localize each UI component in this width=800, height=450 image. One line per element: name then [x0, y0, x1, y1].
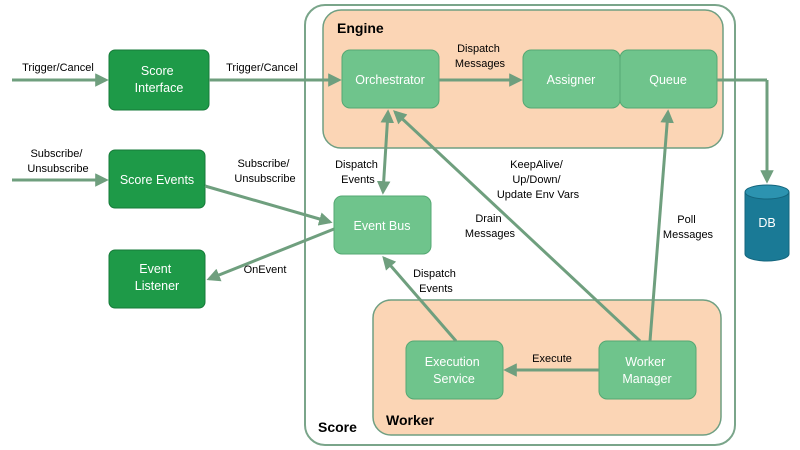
execution-service-box — [405, 340, 504, 400]
subscribe-out-label: Subscribe/ Unsubscribe — [234, 158, 295, 185]
onevent-label: OnEvent — [244, 264, 287, 276]
worker-title: Worker — [386, 412, 435, 428]
event-listener-box — [108, 249, 206, 309]
score-title: Score — [318, 419, 357, 435]
subscribe-in-label: Subscribe/ Unsubscribe — [27, 148, 88, 175]
subscribe-out-arrow — [204, 184, 333, 226]
event-listener-label: Event Listener — [135, 262, 179, 293]
orchestrator-label: Orchestrator — [355, 73, 424, 87]
keepalive-label: KeepAlive/ Up/Down/ Update Env Vars — [497, 159, 580, 201]
db-label: DB — [758, 216, 775, 230]
trigger-in-label: Trigger/Cancel — [22, 62, 94, 74]
db-cylinder: DB — [744, 184, 790, 262]
poll-messages-label: Poll Messages — [663, 214, 714, 241]
score-events-box — [108, 149, 206, 209]
keepalive-arrow — [393, 110, 642, 343]
event-bus-box — [333, 195, 432, 255]
orchestrator-eventbus-arrow — [376, 109, 395, 195]
dispatch-messages-label: Dispatch Messages — [455, 43, 506, 70]
score-events-label: Score Events — [120, 173, 194, 187]
onevent-arrow — [206, 227, 335, 282]
trigger-out-label: Trigger/Cancel — [226, 62, 298, 74]
dispatch-events-bottom-arrow — [382, 255, 458, 342]
worker-manager-label: Worker Manager — [622, 355, 671, 386]
score-interface-label: Score Interface — [135, 64, 184, 95]
dispatch-events-bottom-label: Dispatch Events — [413, 268, 459, 295]
score-interface-box — [108, 49, 210, 111]
assigner-label: Assigner — [547, 73, 596, 87]
execute-label: Execute — [532, 353, 572, 365]
drain-messages-label: Drain Messages — [465, 213, 516, 240]
engine-title: Engine — [337, 20, 384, 36]
execution-service-label: Execution Service — [425, 355, 483, 386]
dispatch-events-top-label: Dispatch Events — [335, 159, 381, 186]
poll-messages-arrow — [648, 109, 674, 342]
event-bus-label: Event Bus — [354, 219, 411, 233]
worker-manager-box — [598, 340, 697, 400]
queue-label: Queue — [649, 73, 687, 87]
